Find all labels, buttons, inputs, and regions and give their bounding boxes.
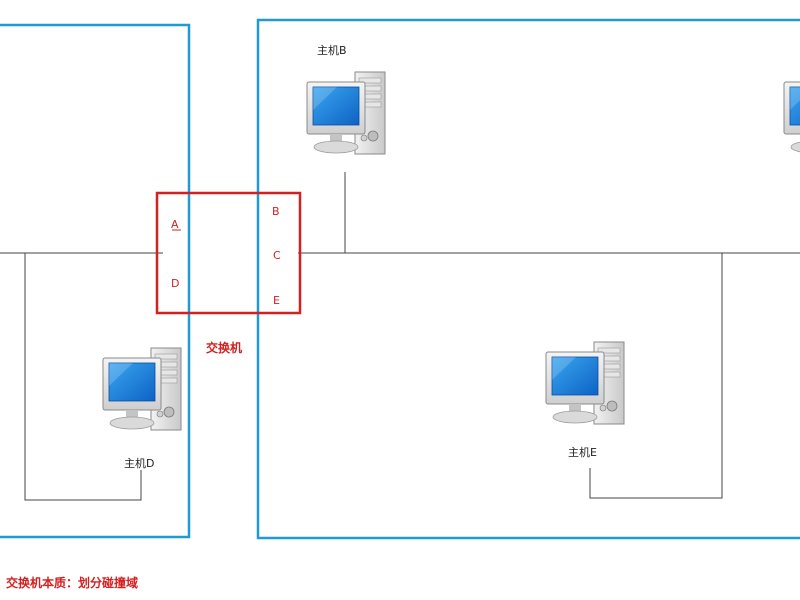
- caption: 交换机本质：划分碰撞域: [6, 575, 138, 590]
- collision-domain-left: [0, 23, 191, 539]
- switch-port-c: C: [273, 249, 281, 262]
- host-e-label: 主机E: [568, 445, 597, 459]
- computer-icon: [545, 341, 625, 425]
- switch-label: 交换机: [206, 340, 242, 355]
- computer-icon: [306, 71, 386, 155]
- host-b: 主机B: [306, 43, 386, 155]
- host-d-label: 主机D: [124, 456, 154, 470]
- host-e: 主机E: [545, 341, 625, 459]
- network-wires: [0, 172, 800, 501]
- host-d: 主机D: [102, 347, 182, 470]
- switch-port-a: A: [171, 218, 179, 231]
- switch-box: [155, 191, 302, 315]
- switch-port-d: D: [171, 277, 179, 290]
- switch-port-b: B: [272, 205, 280, 218]
- host-partial-right: [783, 71, 800, 155]
- collision-domain-right: [256, 18, 800, 540]
- host-b-label: 主机B: [317, 43, 347, 57]
- switch-port-e: E: [273, 294, 280, 307]
- computer-icon: [102, 347, 182, 431]
- computer-icon: [783, 71, 800, 155]
